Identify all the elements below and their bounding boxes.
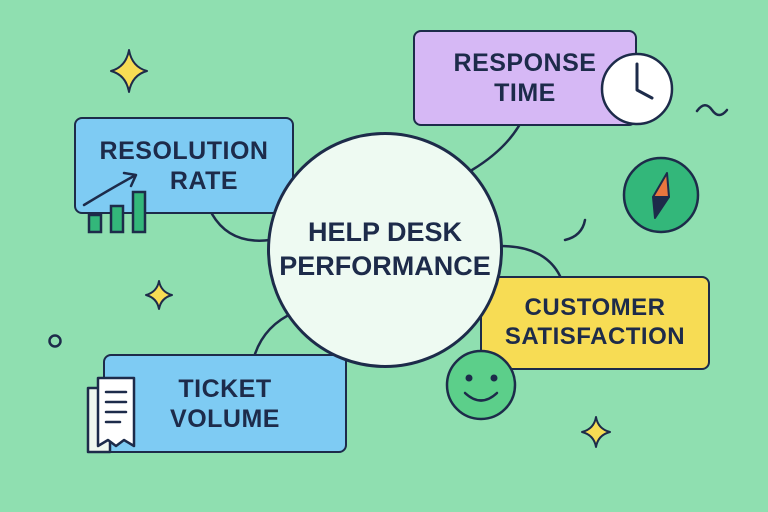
node-resolution-rate: RESOLUTION RATE xyxy=(74,117,294,214)
center-node: HELP DESK PERFORMANCE xyxy=(267,132,503,368)
decorative-dot xyxy=(48,334,62,348)
node-customer-satisfaction-line1: CUSTOMER xyxy=(524,294,666,322)
node-ticket-volume-line1: TICKET xyxy=(178,374,272,403)
connector-resolution-rate xyxy=(210,212,272,242)
node-customer-satisfaction-line2: SATISFACTION xyxy=(504,323,686,350)
node-response-time: RESPONSE TIME xyxy=(413,30,637,126)
node-response-time-line2: TIME xyxy=(494,79,556,107)
node-resolution-rate-line1: RESOLUTION xyxy=(99,136,269,165)
connector-customer-satisfaction xyxy=(498,244,562,278)
compass-icon xyxy=(622,156,700,234)
node-ticket-volume: TICKET VOLUME xyxy=(103,354,347,453)
node-customer-satisfaction: CUSTOMER SATISFACTION xyxy=(480,276,710,370)
center-title-line2: PERFORMANCE xyxy=(279,251,491,281)
node-response-time-line1: RESPONSE xyxy=(453,49,597,77)
center-title-line1: HELP DESK xyxy=(307,217,463,248)
connector-response-time xyxy=(470,122,522,172)
node-resolution-rate-line2: RATE xyxy=(169,166,239,195)
node-ticket-volume-line2: VOLUME xyxy=(170,404,280,433)
